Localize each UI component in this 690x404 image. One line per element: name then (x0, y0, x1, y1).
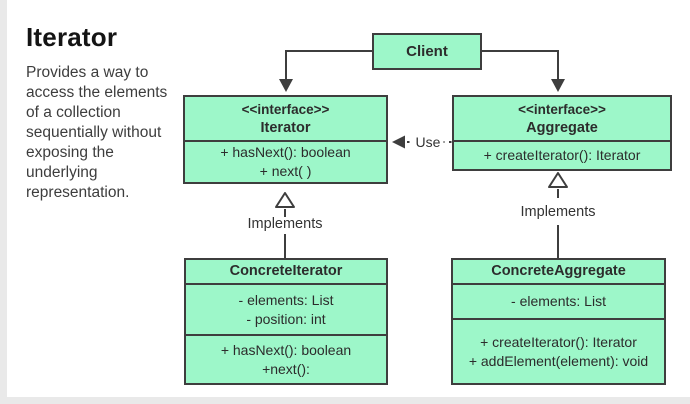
page-title: Iterator (26, 22, 118, 52)
class-header: ConcreteAggregate (453, 260, 664, 283)
class-header: <<interface>> Iterator (185, 97, 386, 140)
implements-right-label: Implements (520, 204, 596, 220)
method-line: + next( ) (259, 163, 312, 179)
method-line: + hasNext(): boolean (220, 341, 352, 358)
class-stereotype: <<interface>> (518, 101, 606, 117)
class-name: Iterator (260, 119, 311, 136)
attribute-line: - position: int (246, 310, 326, 327)
class-stereotype: <<interface>> (241, 101, 330, 117)
class-attributes: - elements: List (453, 283, 664, 318)
class-box-client: Client (372, 33, 482, 70)
class-header: Client (374, 35, 480, 68)
implements-right-triangle-icon (548, 172, 568, 188)
page-description: Provides a way to access the elements of… (26, 64, 168, 201)
class-methods: + createIterator(): Iterator (454, 140, 670, 169)
method-line: +next(): (262, 360, 310, 377)
class-header: <<interface>> Aggregate (454, 97, 670, 140)
client-to-iterator-arrowhead-icon (279, 79, 293, 92)
class-attributes: - elements: List - position: int (186, 283, 386, 334)
class-box-aggregate: <<interface>> Aggregate + createIterator… (452, 95, 672, 171)
method-line: + addElement(element): void (468, 352, 649, 369)
use-label: Use (412, 134, 444, 150)
method-line: + hasNext(): boolean (220, 144, 351, 160)
class-methods: + hasNext(): boolean +next(): (186, 334, 386, 383)
use-arrowhead-icon (392, 135, 405, 149)
class-name: Aggregate (526, 119, 598, 136)
client-to-iterator-line (285, 50, 372, 80)
class-name: ConcreteAggregate (491, 263, 626, 279)
class-methods: + createIterator(): Iterator + addElemen… (453, 318, 664, 383)
page-edge-left (0, 0, 7, 404)
implements-left-triangle-icon (275, 192, 295, 208)
class-box-iterator: <<interface>> Iterator + hasNext(): bool… (183, 95, 388, 184)
method-line: + createIterator(): Iterator (480, 333, 637, 350)
class-box-concrete-aggregate: ConcreteAggregate - elements: List + cre… (451, 258, 666, 385)
method-line: + createIterator(): Iterator (483, 147, 641, 163)
implements-left-label: Implements (247, 216, 323, 232)
class-header: ConcreteIterator (186, 260, 386, 283)
attribute-line: - elements: List (511, 293, 606, 309)
class-name: Client (406, 43, 448, 60)
client-to-aggregate-arrowhead-icon (551, 79, 565, 92)
client-to-aggregate-line (482, 50, 559, 80)
page-edge-bottom (0, 397, 690, 404)
class-name: ConcreteIterator (229, 263, 343, 279)
class-methods: + hasNext(): boolean + next( ) (185, 140, 386, 182)
class-box-concrete-iterator: ConcreteIterator - elements: List - posi… (184, 258, 388, 385)
attribute-line: - elements: List (238, 291, 334, 308)
